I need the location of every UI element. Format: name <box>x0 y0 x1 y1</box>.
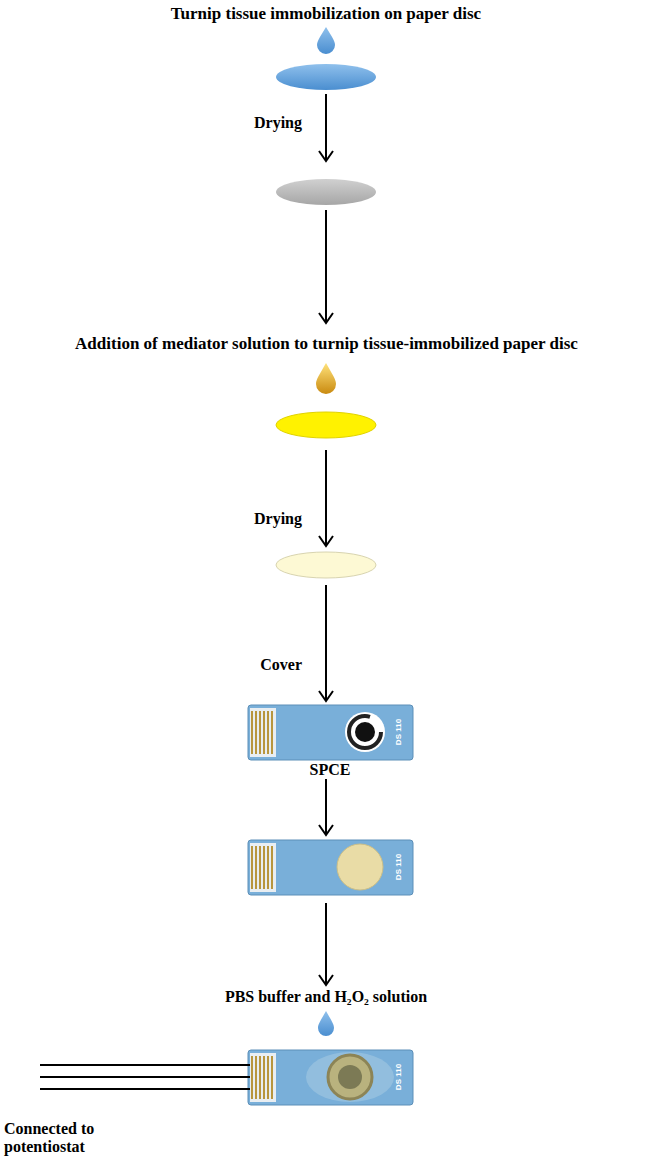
buffer-drop <box>318 1011 334 1036</box>
dried-mediator-disc <box>276 552 376 578</box>
connection-wires <box>40 1065 250 1089</box>
device-label: SPCE <box>280 761 380 779</box>
spce-strip-wet <box>248 1050 413 1105</box>
spce-strip-covered <box>248 840 413 895</box>
step-heading: Addition of mediator solution to turnip … <box>4 334 649 354</box>
output-label: Connected to potentiostat <box>4 1120 154 1157</box>
dried-disc <box>276 179 376 205</box>
paper-disc <box>276 64 376 90</box>
step-label: Drying <box>190 114 302 132</box>
step-label: Drying <box>190 510 302 528</box>
mediator-disc <box>276 412 376 438</box>
mediator-drop <box>316 363 336 394</box>
strip-print: DS 110 <box>395 854 403 880</box>
strip-print: DS 110 <box>395 719 403 745</box>
water-drop <box>317 27 335 54</box>
step-label: Cover <box>190 656 302 674</box>
strip-print: DS 110 <box>395 1064 403 1090</box>
step-heading: Turnip tissue immobilization on paper di… <box>46 4 606 24</box>
step-heading: PBS buffer and H₂O₂ solution <box>76 988 576 1006</box>
spce-strip <box>248 705 413 760</box>
